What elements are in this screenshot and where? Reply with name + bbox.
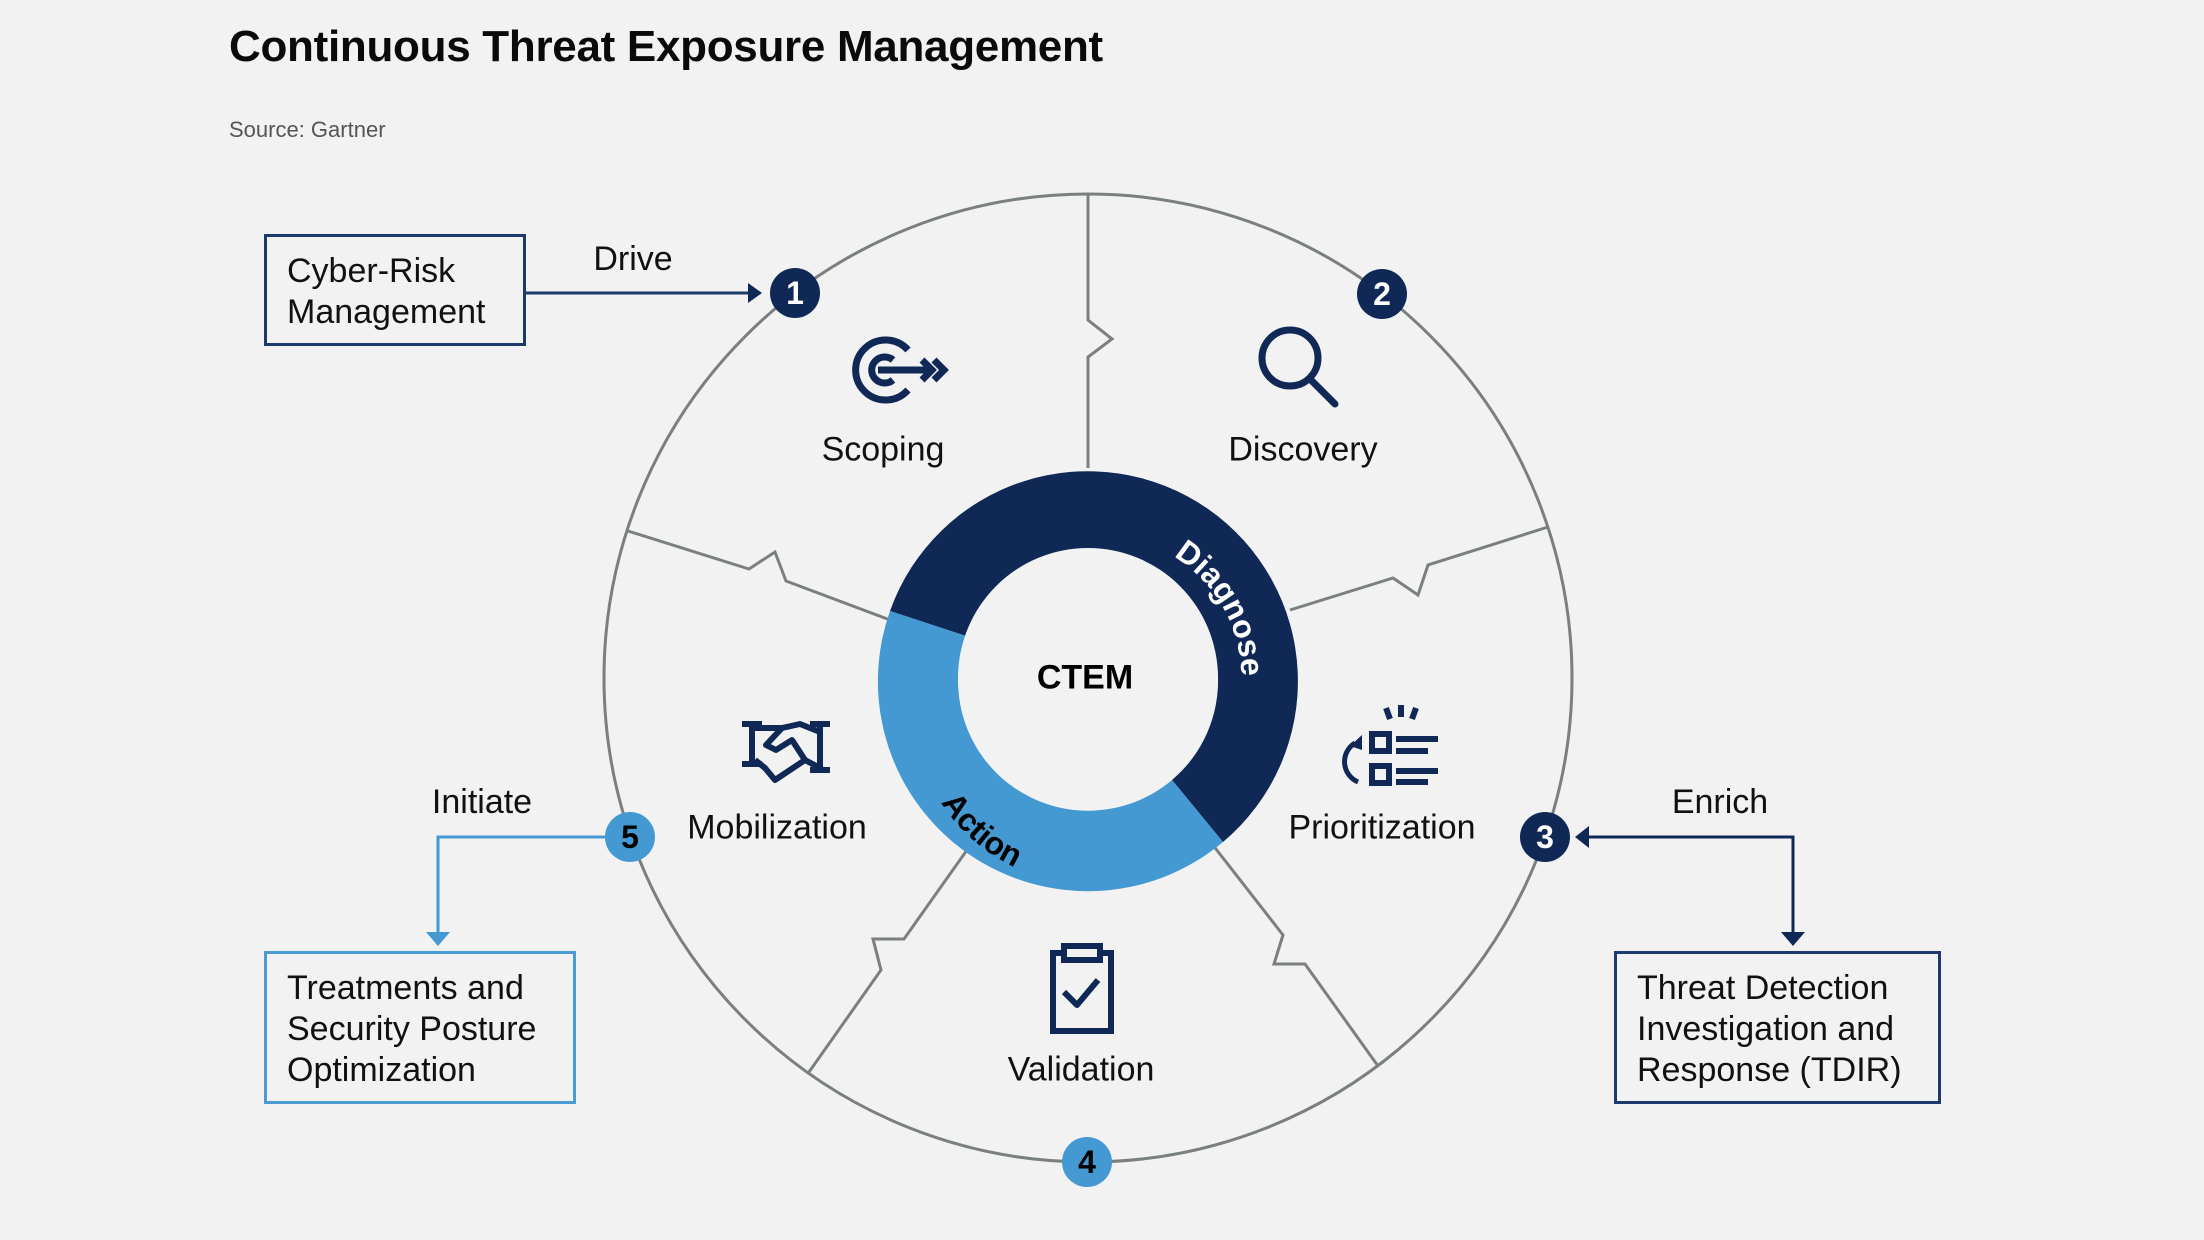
stage-badge-4: 4 (1062, 1137, 1112, 1187)
divider-prioritization-validation (1168, 789, 1380, 1067)
stage-label-scoping: Scoping (821, 430, 945, 469)
clipboard-check-icon (1050, 943, 1114, 1034)
priority-list-icon (1342, 705, 1438, 786)
stage-badge-1: 1 (770, 268, 820, 318)
svg-text:3: 3 (1536, 819, 1554, 855)
connector-enrich (1575, 826, 1805, 946)
stage-label-mobilization: Mobilization (687, 808, 867, 847)
svg-text:1: 1 (786, 275, 804, 311)
stage-badge-5: 5 (605, 812, 655, 862)
stage-label-validation: Validation (1007, 1050, 1155, 1089)
connector-label-initiate: Initiate (431, 783, 533, 821)
tdir-box: Threat Detection Investigation and Respo… (1614, 951, 1941, 1104)
connector-drive (525, 283, 762, 303)
handshake-icon (742, 721, 830, 783)
stage-label-discovery: Discovery (1228, 430, 1378, 469)
ctem-center-label: CTEM (1036, 658, 1134, 697)
ring-segment-diagnose (890, 471, 1298, 842)
stage-badge-3: 3 (1520, 812, 1570, 862)
divider-discovery-prioritization (1289, 525, 1549, 612)
magnifier-icon (1258, 326, 1339, 408)
svg-text:4: 4 (1078, 1144, 1096, 1180)
divider-validation-mobilization (807, 849, 969, 1073)
connector-initiate (426, 835, 606, 946)
svg-text:5: 5 (621, 819, 639, 855)
ring-center (958, 548, 1218, 808)
cyber-risk-management-box: Cyber-Risk Management (264, 234, 526, 346)
connector-label-drive: Drive (593, 240, 673, 278)
stage-label-prioritization: Prioritization (1288, 808, 1476, 847)
treatments-box: Treatments and Security Posture Optimiza… (264, 951, 576, 1104)
page-title: Continuous Threat Exposure Management (229, 22, 1103, 71)
svg-text:2: 2 (1373, 276, 1391, 312)
source-caption: Source: Gartner (229, 117, 386, 142)
ring-segment-action (877, 611, 1223, 892)
divider-scoping-discovery (1086, 194, 1115, 468)
stage-badge-2: 2 (1357, 269, 1407, 319)
connector-label-enrich: Enrich (1671, 783, 1769, 821)
target-arrow-icon (852, 336, 949, 404)
